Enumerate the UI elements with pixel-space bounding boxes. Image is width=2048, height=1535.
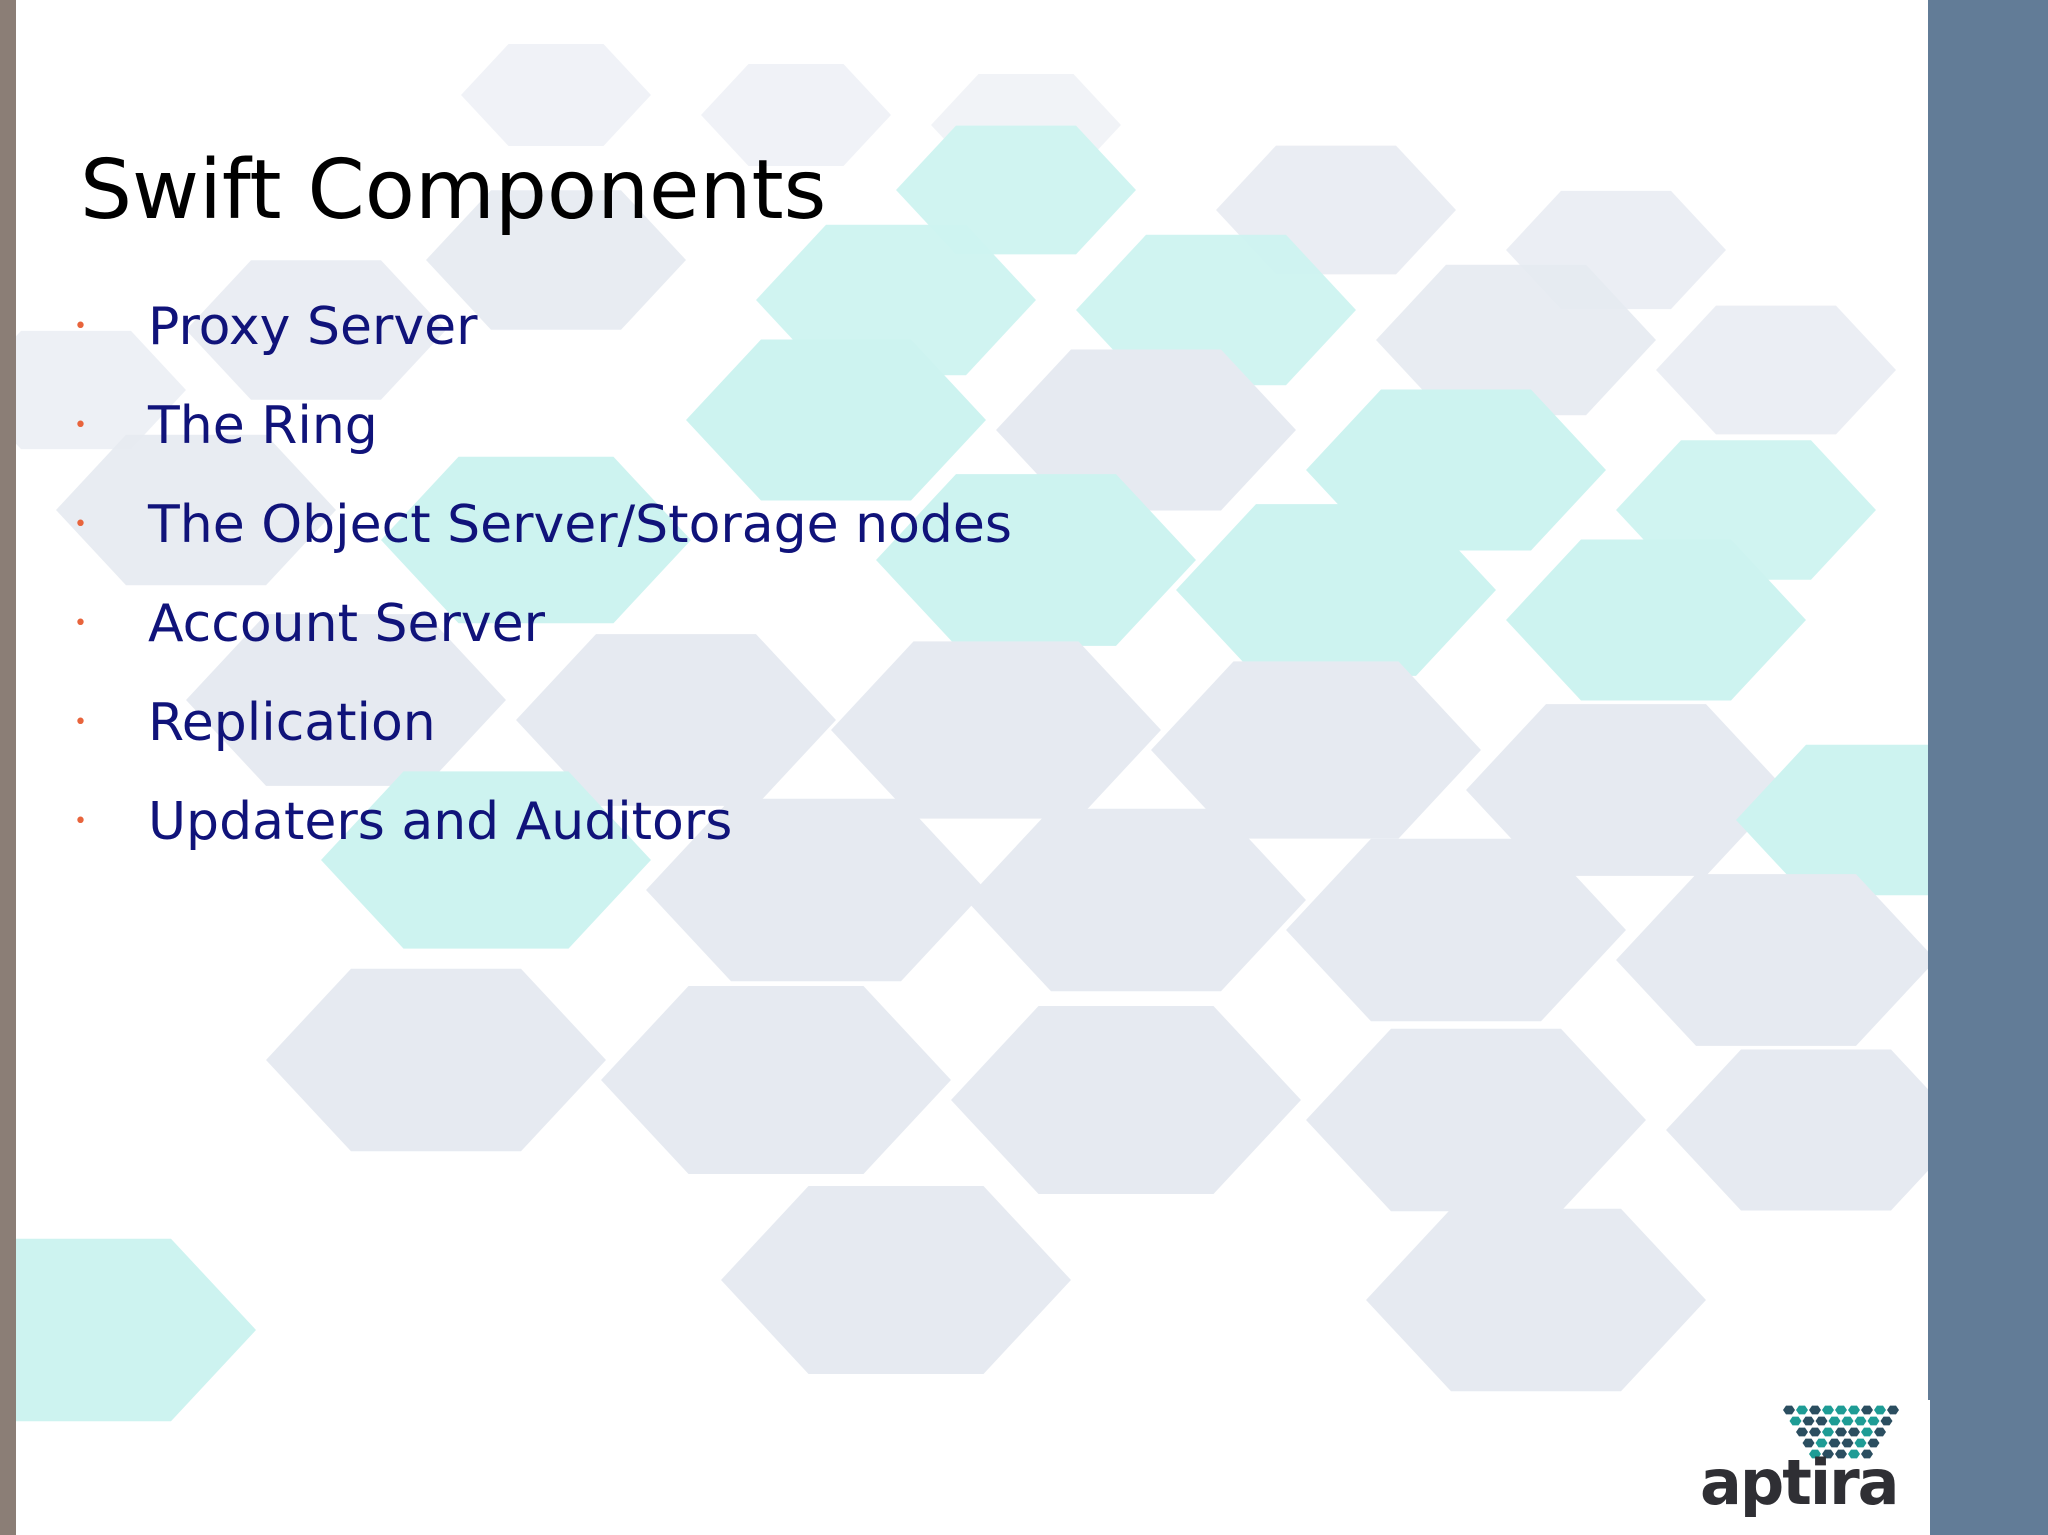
background-hexagon xyxy=(321,771,651,949)
background-hexagon xyxy=(1366,1208,1706,1392)
logo-hexagon xyxy=(1874,1427,1886,1437)
bullet-marker: • xyxy=(74,809,87,834)
background-hexagon xyxy=(186,614,506,786)
aptira-logo: aptira xyxy=(1700,1400,1930,1535)
background-hexagon xyxy=(646,798,986,982)
background-hexagon xyxy=(461,44,651,146)
logo-hexagon xyxy=(1802,1416,1815,1426)
background-hexagon xyxy=(426,190,686,330)
bullet-item-updaters-auditors: • Updaters and Auditors xyxy=(70,785,1012,884)
logo-hexagon xyxy=(1809,1449,1821,1459)
background-hexagon xyxy=(1666,1049,1928,1211)
background-hexagon xyxy=(1176,504,1496,676)
logo-hexagon xyxy=(1802,1438,1815,1448)
logo-hexagon xyxy=(1822,1427,1834,1437)
bullet-text: Replication xyxy=(148,693,436,753)
bullet-marker: • xyxy=(74,512,87,537)
bullet-item-object-server: • The Object Server/Storage nodes xyxy=(70,488,1012,587)
slide-title: Swift Components xyxy=(80,143,827,238)
logo-hexagon xyxy=(1867,1438,1880,1448)
logo-hexagon xyxy=(1815,1438,1828,1448)
bullet-item-replication: • Replication xyxy=(70,686,1012,785)
logo-hexagon xyxy=(1854,1438,1867,1448)
bullet-text: Account Server xyxy=(148,594,546,654)
logo-hexagon xyxy=(1861,1427,1873,1437)
background-hexagon xyxy=(186,260,446,400)
background-hexagon xyxy=(701,64,891,166)
background-hexagon xyxy=(1656,305,1896,435)
logo-hexagon xyxy=(1822,1405,1834,1415)
logo-hexagon xyxy=(1861,1449,1873,1459)
background-hexagon xyxy=(16,330,186,450)
logo-hexagon xyxy=(1854,1416,1867,1426)
hexagon-cluster-icon xyxy=(1783,1405,1899,1459)
background-hexagon xyxy=(1736,744,1928,896)
background-hexagon xyxy=(1286,838,1626,1022)
logo-hexagon xyxy=(1822,1449,1834,1459)
logo-hexagon xyxy=(1796,1427,1808,1437)
logo-hexagon xyxy=(1861,1405,1873,1415)
logo-hexagon xyxy=(1815,1416,1828,1426)
background-hexagon xyxy=(721,1186,1071,1374)
background-hexagon xyxy=(266,968,606,1152)
logo-hexagon xyxy=(1848,1449,1860,1459)
logo-hexagon xyxy=(1809,1405,1821,1415)
logo-hexagon xyxy=(1783,1405,1795,1415)
bullet-list: • Proxy Server • The Ring • The Object S… xyxy=(70,290,1012,884)
bullet-marker: • xyxy=(74,710,87,735)
bullet-marker: • xyxy=(74,413,87,438)
logo-hexagon xyxy=(1841,1438,1854,1448)
bullet-text: Updaters and Auditors xyxy=(148,792,733,852)
background-hexagon xyxy=(381,456,691,624)
logo-hexagon xyxy=(1867,1416,1880,1426)
logo-hexagon xyxy=(1809,1427,1821,1437)
background-hexagon xyxy=(1376,264,1656,416)
logo-hexagon xyxy=(1841,1416,1854,1426)
background-hexagon xyxy=(601,986,951,1174)
background-hexagon xyxy=(1306,1028,1646,1212)
background-hexagon xyxy=(1466,704,1786,876)
background-hexagon xyxy=(831,641,1161,819)
bullet-text: The Object Server/Storage nodes xyxy=(148,495,1013,555)
logo-hexagon xyxy=(1828,1416,1841,1426)
bullet-item-account-server: • Account Server xyxy=(70,587,1012,686)
logo-hexagon xyxy=(1835,1427,1847,1437)
background-hexagon xyxy=(896,125,1136,255)
background-hexagon xyxy=(686,339,986,501)
background-hexagon xyxy=(1151,661,1481,839)
background-hexagon xyxy=(996,349,1296,511)
logo-hexagon xyxy=(1835,1405,1847,1415)
bullet-text: The Ring xyxy=(148,396,378,456)
background-hexagon xyxy=(1506,539,1806,701)
logo-hexagon xyxy=(1835,1449,1847,1459)
left-edge-bar xyxy=(0,0,16,1535)
bullet-marker: • xyxy=(74,314,87,339)
background-hexagon xyxy=(756,224,1036,376)
right-edge-bar xyxy=(1928,0,2048,1535)
background-hexagon xyxy=(56,434,336,586)
background-hexagon xyxy=(966,808,1306,992)
bullet-item-the-ring: • The Ring xyxy=(70,389,1012,488)
hexagon-background xyxy=(16,44,1928,1422)
background-hexagon xyxy=(16,1238,256,1422)
bullet-text: Proxy Server xyxy=(148,297,478,357)
logo-hexagon xyxy=(1848,1405,1860,1415)
logo-hexagon xyxy=(1848,1427,1860,1437)
bullet-marker: • xyxy=(74,611,87,636)
logo-hexagon xyxy=(1789,1416,1802,1426)
background-hexagon xyxy=(876,474,1196,646)
background-hexagon xyxy=(516,634,836,806)
logo-wordmark: aptira xyxy=(1700,1446,1900,1519)
background-hexagon xyxy=(1616,874,1928,1046)
bullet-item-proxy-server: • Proxy Server xyxy=(70,290,1012,389)
logo-hexagon xyxy=(1796,1405,1808,1415)
background-hexagon xyxy=(1076,234,1356,386)
logo-hexagon xyxy=(1874,1405,1886,1415)
background-hexagon xyxy=(951,1006,1301,1194)
logo-hexagon xyxy=(1880,1416,1893,1426)
logo-hexagon xyxy=(1887,1405,1899,1415)
logo-hexagon xyxy=(1828,1438,1841,1448)
